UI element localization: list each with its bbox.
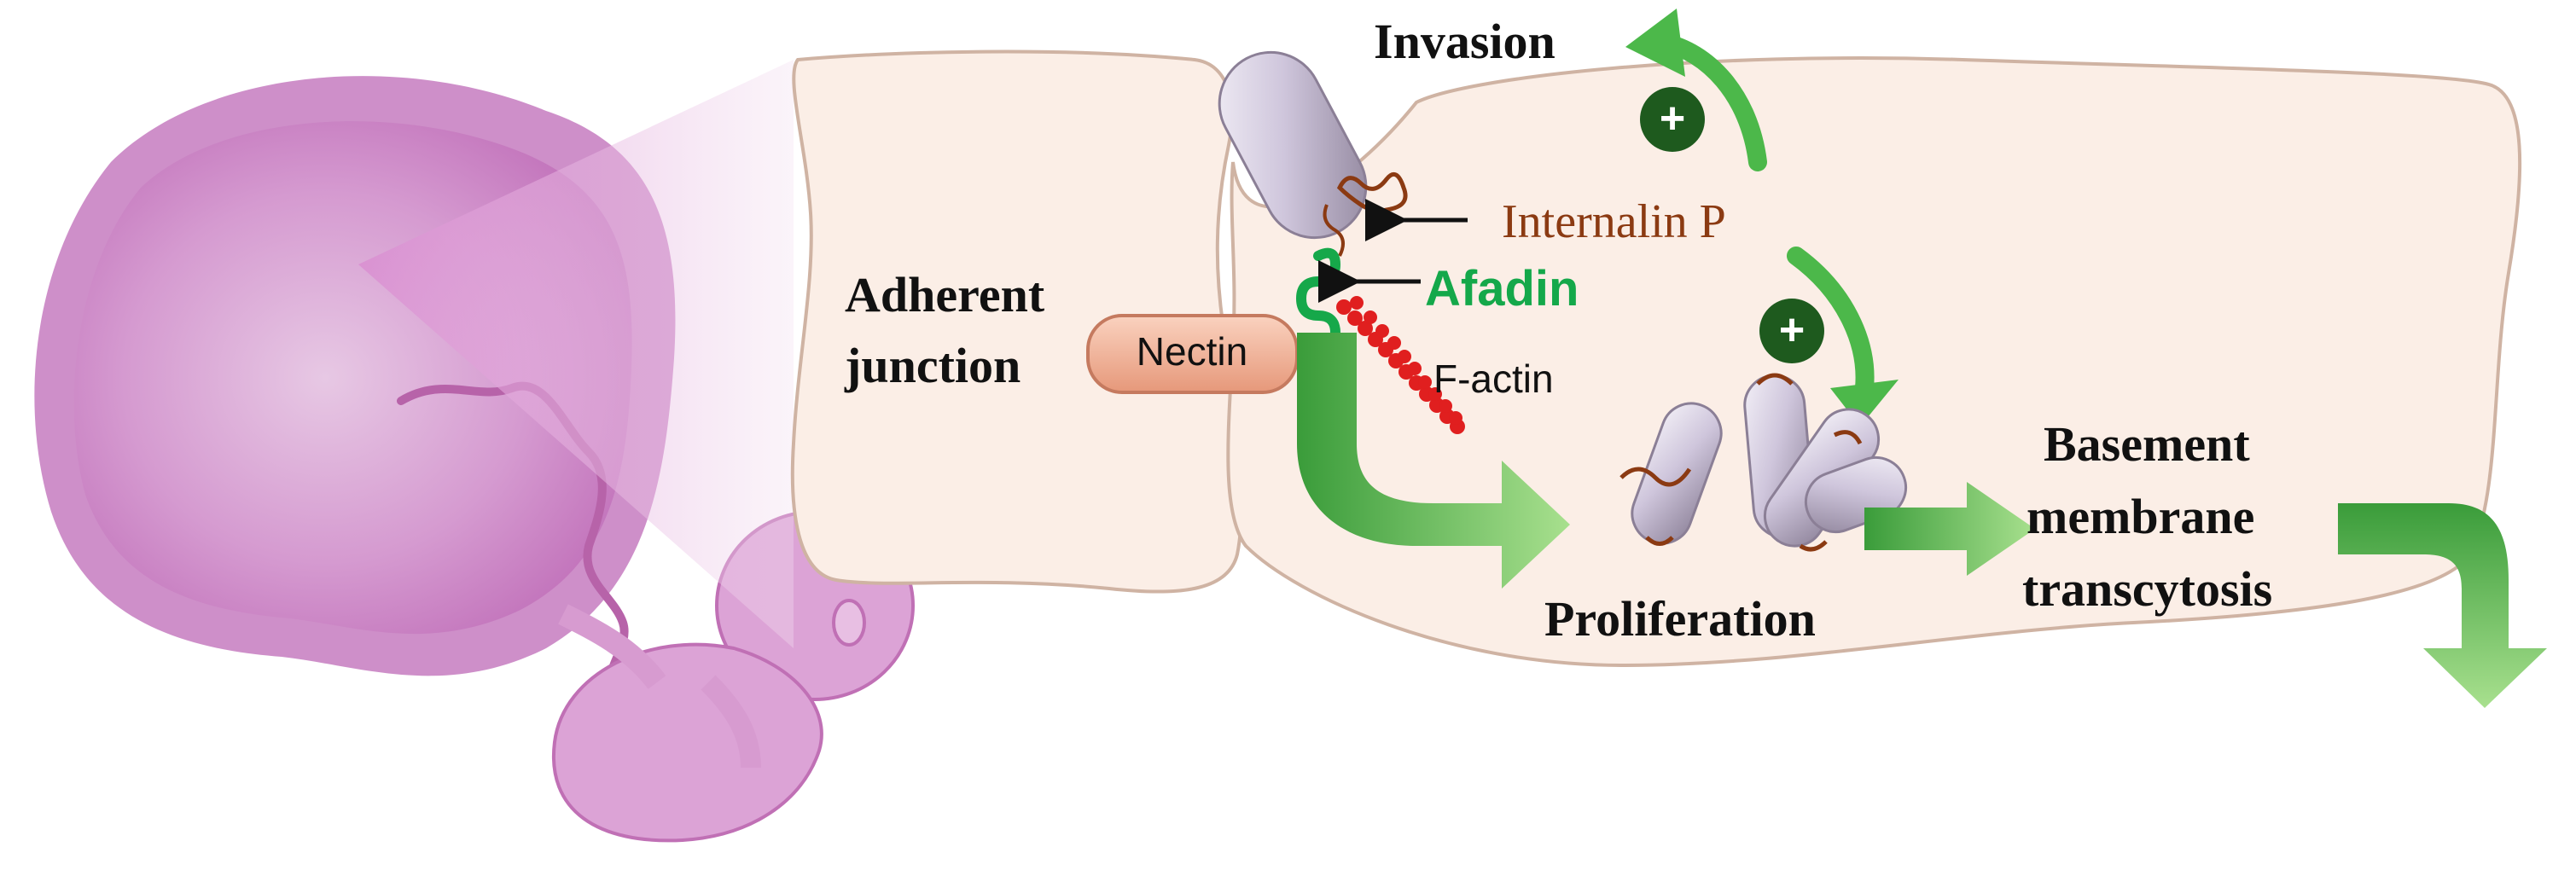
svg-text:+: +: [1660, 94, 1685, 143]
placenta-fetus-illustration: [34, 60, 915, 843]
proliferation-label: Proliferation: [1544, 591, 1816, 647]
basement-label-line2: membrane: [2026, 489, 2254, 544]
internalin-p-label: Internalin P: [1502, 195, 1726, 248]
junction-to-proliferation-arrow: [1297, 333, 1570, 589]
invading-bacterium: [1218, 50, 1408, 257]
proliferation-to-basement-arrow: [1864, 482, 2035, 576]
zoom-cone: [358, 60, 794, 648]
adherent-label-line2: junction: [844, 338, 1021, 393]
cell-left: [790, 49, 1244, 594]
plus-circle-icon: +: [1640, 87, 1705, 152]
plus-circle-icon: +: [1759, 299, 1824, 363]
umbilical-cord: [397, 381, 629, 704]
f-actin-label: F-actin: [1433, 357, 1554, 401]
afadin-label: Afadin: [1425, 261, 1579, 316]
basement-exit-arrow: [2338, 503, 2547, 708]
internalin-to-proliferation-arrow: [1787, 247, 1875, 397]
internalin-to-proliferation-arrowhead: [1830, 380, 1899, 426]
invasion-label: Invasion: [1374, 14, 1555, 69]
svg-text:+: +: [1779, 305, 1805, 355]
basement-label-line3: transcytosis: [2022, 561, 2272, 617]
bacterium-surface-proteins: [1336, 171, 1408, 213]
cell-right: [1226, 56, 2522, 668]
adherent-label-line1: Adherent: [845, 267, 1045, 322]
invasion-arrowhead: [1625, 9, 1685, 77]
basement-label-line1: Basement: [2044, 416, 2250, 472]
nectin-label: Nectin: [1137, 329, 1247, 374]
